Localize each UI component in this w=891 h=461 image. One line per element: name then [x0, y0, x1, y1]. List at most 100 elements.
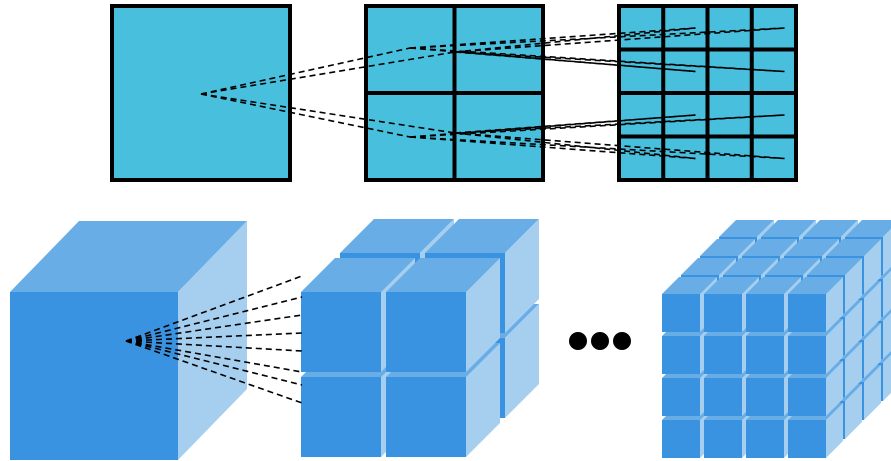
- projection-line: [125, 340, 303, 386]
- projection-line: [125, 275, 303, 342]
- cube-front-face: [386, 377, 466, 457]
- projection-line: [200, 47, 411, 95]
- cube-front-face: [301, 292, 381, 372]
- projection-line: [454, 27, 696, 53]
- cube-front-face: [746, 378, 784, 416]
- cube-side-face: [466, 258, 500, 372]
- projection-line: [409, 47, 785, 73]
- cube-side-face: [845, 342, 862, 397]
- cube-subdivision-row: [10, 219, 891, 460]
- projection-line: [454, 114, 696, 134]
- cube-front-face: [746, 420, 784, 458]
- cube-front-face: [704, 420, 742, 458]
- projection-line: [125, 296, 303, 342]
- cube-side-face: [178, 221, 247, 460]
- cube-front-face: [746, 294, 784, 332]
- cube-front-face: [704, 336, 742, 374]
- projection-line: [454, 114, 785, 134]
- cube-front-face: [301, 377, 381, 457]
- cube-front-face: [662, 294, 700, 332]
- cube-top-face: [807, 258, 862, 275]
- cube-top-face: [746, 277, 801, 294]
- cube-side-face: [845, 300, 862, 355]
- cube-top-face: [425, 219, 539, 253]
- projection-line: [409, 47, 696, 73]
- projection-line: [409, 27, 696, 49]
- cube-side-face: [883, 313, 891, 359]
- cube-front-face: [662, 336, 700, 374]
- cube-projection-lines: [125, 275, 303, 404]
- cube-top-face: [340, 219, 454, 253]
- cube-side-face: [826, 361, 843, 416]
- cube-front-face: [10, 292, 178, 460]
- cube-side-face: [826, 277, 843, 332]
- cube-front-face: [704, 378, 742, 416]
- projection-line: [200, 93, 456, 134]
- cube-side-face: [864, 365, 881, 420]
- cube-top-face: [761, 220, 816, 237]
- cube-side-face: [505, 219, 539, 333]
- single-cell-square: [110, 4, 292, 182]
- ellipsis-dot: [569, 332, 587, 350]
- cube-side-face: [826, 319, 843, 374]
- cube-side-face: [505, 304, 539, 418]
- two-by-two-cube-block: [301, 219, 539, 457]
- cube-side-face: [864, 281, 881, 336]
- cube-front-face: [662, 420, 700, 458]
- cube-front-face: [788, 420, 826, 458]
- two-by-two-grid: [364, 4, 545, 182]
- cube-front-face: [386, 292, 466, 372]
- ellipsis-dot: [613, 332, 631, 350]
- cube-side-face: [466, 343, 500, 457]
- cube-front-block: [386, 258, 500, 372]
- cube-top-face: [704, 277, 759, 294]
- projection-line: [409, 27, 785, 49]
- projection-line: [125, 340, 303, 404]
- projection-line: [454, 132, 785, 160]
- projection-line: [454, 132, 696, 160]
- cube-top-face: [826, 239, 881, 256]
- grid-projection-lines: [200, 27, 785, 160]
- ellipsis-dots-icon: [569, 332, 631, 350]
- cube-top-face: [784, 239, 839, 256]
- cube-top-face: [845, 220, 891, 237]
- projection-line: [454, 51, 785, 73]
- cube-side-face: [864, 323, 881, 378]
- cube-side-face: [883, 355, 891, 401]
- cube-top-face: [742, 239, 797, 256]
- projection-line: [454, 51, 696, 73]
- single-cell-square-outline: [110, 4, 292, 182]
- grid-subdivision-row: [110, 4, 798, 182]
- cube-side-face: [883, 229, 891, 275]
- projection-line: [200, 51, 456, 95]
- cube-front-face: [662, 378, 700, 416]
- cube-front-face: [704, 294, 742, 332]
- cube-top-face: [681, 258, 736, 275]
- projection-line: [409, 136, 696, 160]
- single-cube: [10, 221, 247, 460]
- cube-side-face: [864, 239, 881, 294]
- cube-top-face: [301, 258, 415, 292]
- cube-front-face: [788, 294, 826, 332]
- small-cube: [788, 277, 843, 332]
- projection-line: [409, 136, 785, 160]
- projection-line: [454, 27, 785, 53]
- cube-side-face: [845, 384, 862, 439]
- cube-top-face: [700, 239, 755, 256]
- cube-top-face: [788, 277, 843, 294]
- four-by-four-cube-block: [662, 220, 891, 458]
- cube-side-face: [826, 403, 843, 458]
- cube-top-face: [386, 258, 500, 292]
- cube-top-face: [10, 221, 247, 292]
- cube-top-face: [765, 258, 820, 275]
- cube-side-face: [883, 271, 891, 317]
- projection-line: [409, 114, 785, 138]
- projection-line: [409, 114, 696, 138]
- ellipsis-dot: [591, 332, 609, 350]
- cube-top-face: [803, 220, 858, 237]
- four-by-four-grid: [617, 4, 798, 182]
- cube-front-face: [788, 378, 826, 416]
- projection-line: [200, 93, 411, 138]
